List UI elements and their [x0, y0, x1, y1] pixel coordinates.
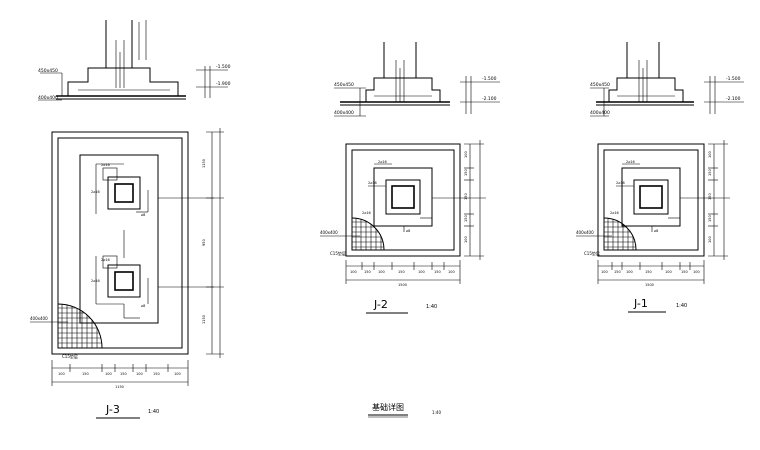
j3-section-view: 450x450 400x400 -1.500 -1.900 — [38, 20, 231, 101]
j1-section-tag2: 400x400 — [590, 110, 610, 116]
j2-bottom-total: 1500 — [398, 283, 407, 287]
j3-rebar-mark-3: 2⌀16 — [101, 258, 110, 262]
j1-bottom-dim-1: 100 — [601, 270, 608, 274]
j2-bottom-dim-2: 150 — [364, 270, 371, 274]
j1-cushion-hatch — [603, 217, 637, 251]
j1-bottom-total: 1500 — [645, 283, 654, 287]
j3-bottom-dim-5: 100 — [136, 372, 143, 376]
sheet-caption-scale: 1:40 — [432, 410, 441, 415]
j1-title: J-1 — [633, 297, 648, 310]
j2-hatch-note: C15垫层 — [330, 250, 346, 256]
j2-bottom-dim-5: 100 — [418, 270, 425, 274]
j1-plan-tag: 400x400 — [576, 230, 594, 235]
j3-hatch-note: C15垫层 — [62, 353, 78, 359]
j2-side-dim-4: 150 — [464, 215, 468, 222]
j1-side-dim-5: 100 — [708, 236, 712, 243]
j3-side-dim-3: 1150 — [202, 315, 206, 324]
j1-level-top: -1.500 — [726, 76, 741, 82]
j3-level-top: -1.500 — [216, 64, 231, 70]
j1-section-tag: 450x450 — [590, 82, 610, 88]
j1-hatch-note: C15垫层 — [584, 250, 600, 256]
j1-side-dim-1: 100 — [708, 151, 712, 158]
j2-bottom-dim-7: 100 — [448, 270, 455, 274]
j3-section-tag: 450x450 — [38, 68, 58, 74]
j2-side-dim-3: 150 — [464, 193, 468, 200]
j1-bottom-dim-7: 100 — [693, 270, 700, 274]
j2-level-top: -1.500 — [482, 76, 497, 82]
j3-section-tag2: 400x400 — [38, 95, 58, 101]
j2-section-tag: 450x450 — [334, 82, 354, 88]
j1-bottom-dim-3: 100 — [626, 270, 633, 274]
j1-bottom-dim-4: 150 — [645, 270, 652, 274]
j3-bottom-dim-7: 100 — [174, 372, 181, 376]
j1-bottom-dim-6: 150 — [681, 270, 688, 274]
j2-rebar-mark-2: 2⌀16 — [368, 181, 377, 185]
j2-bottom-dim-3: 100 — [378, 270, 385, 274]
j2-title: J-2 — [373, 298, 388, 311]
j2-side-dim-1: 100 — [464, 151, 468, 158]
j3-bottom-total: 1150 — [115, 385, 124, 389]
j2-cushion-hatch — [351, 217, 385, 251]
j2-bottom-dim-1: 100 — [350, 270, 357, 274]
j3-bottom-dim-1: 100 — [58, 372, 65, 376]
sheet-caption: 基础详图 1:40 — [368, 402, 441, 418]
j3-plan-tag: 400x400 — [30, 316, 48, 321]
j1-stirrup-mark: ⌀8 — [654, 229, 658, 233]
j3-stirrup-mark-1: ⌀8 — [141, 213, 145, 217]
j2-section-tag2: 400x400 — [334, 110, 354, 116]
j1-side-dim-3: 150 — [708, 193, 712, 200]
j1-scale: 1:40 — [676, 303, 687, 309]
j3-rebar-mark-4: 2⌀16 — [91, 279, 100, 283]
j3-bottom-dim-4: 150 — [120, 372, 127, 376]
j3-bottom-dim-3: 100 — [105, 372, 112, 376]
j1-side-dim-4: 150 — [708, 215, 712, 222]
j2-section-view: 450x450 400x400 -1.500 -2.100 — [334, 42, 500, 117]
j3-plan-view: 2⌀16 2⌀16 ⌀8 2⌀16 2⌀16 ⌀8 400x400 C15垫层 … — [30, 128, 224, 419]
j3-stirrup-mark-2: ⌀8 — [141, 304, 145, 308]
j3-bottom-dim-6: 150 — [153, 372, 160, 376]
j2-side-dim-5: 100 — [464, 236, 468, 243]
j3-cushion-hatch — [57, 303, 103, 349]
j1-level-bottom: -2.100 — [726, 96, 741, 102]
j3-rebar-mark-1: 2⌀16 — [101, 163, 110, 167]
j2-bottom-dim-6: 150 — [434, 270, 441, 274]
j2-rebar-mark-3: 2⌀16 — [362, 211, 371, 215]
j3-scale: 1:40 — [148, 409, 159, 415]
j1-rebar-mark-2: 2⌀16 — [616, 181, 625, 185]
j1-rebar-mark-1: 2⌀16 — [626, 160, 635, 164]
j2-stirrup-mark: ⌀8 — [406, 229, 410, 233]
j3-level-bottom: -1.900 — [216, 81, 231, 87]
j3-side-dim-2: 950 — [202, 239, 206, 246]
j2-scale: 1:40 — [426, 304, 437, 310]
sheet-caption-title: 基础详图 — [372, 402, 404, 412]
j1-rebar-mark-3: 2⌀16 — [610, 211, 619, 215]
j1-bottom-dim-5: 100 — [665, 270, 672, 274]
j1-plan-view: 2⌀16 2⌀16 ⌀8 2⌀16 400x400 C15垫层 100 150 … — [576, 140, 730, 313]
j2-plan-tag: 400x400 — [320, 230, 338, 235]
j1-side-dim-2: 150 — [708, 169, 712, 176]
j3-side-dim-1: 1150 — [202, 159, 206, 168]
j2-plan-view: 2⌀16 2⌀16 ⌀8 2⌀16 400x400 C15垫层 100 150 … — [320, 140, 486, 314]
j1-section-view: 450x450 400x400 -1.500 -2.100 — [590, 42, 744, 117]
j1-bottom-dim-2: 150 — [614, 270, 621, 274]
j3-bottom-dim-2: 150 — [82, 372, 89, 376]
j3-title: J-3 — [105, 403, 120, 416]
j2-level-bottom: -2.100 — [482, 96, 497, 102]
j3-rebar-mark-2: 2⌀16 — [91, 190, 100, 194]
j2-bottom-dim-4: 150 — [398, 270, 405, 274]
j2-side-dim-2: 150 — [464, 169, 468, 176]
j2-rebar-mark-1: 2⌀16 — [378, 160, 387, 164]
